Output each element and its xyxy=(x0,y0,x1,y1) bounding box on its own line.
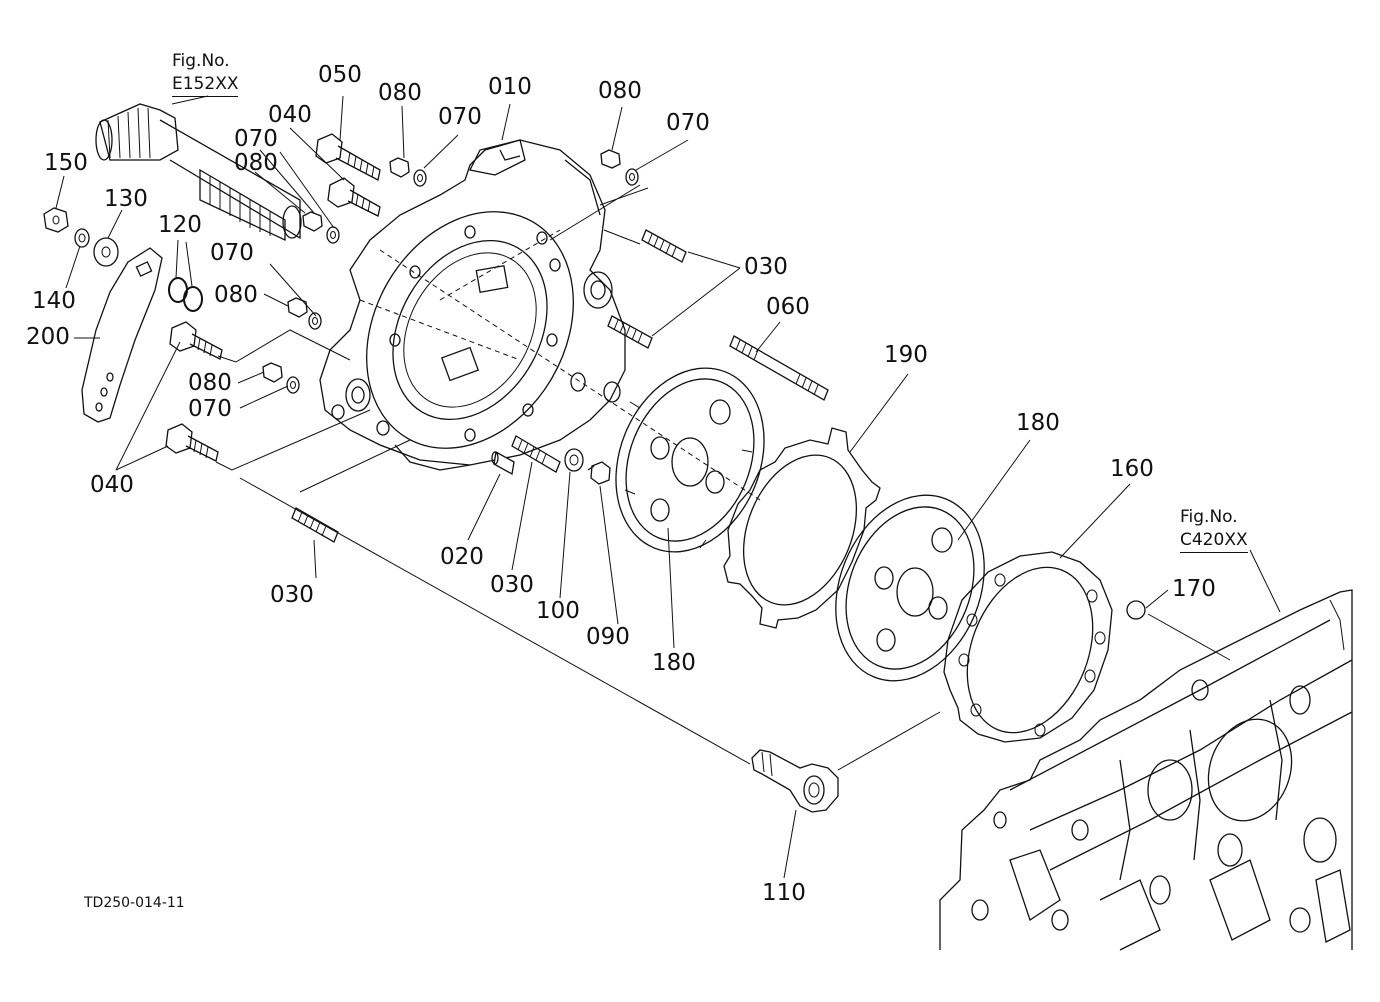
callout-100[interactable]: 100 xyxy=(536,598,580,624)
callout-070[interactable]: 070 xyxy=(234,126,278,152)
nut-080-low xyxy=(287,297,322,330)
nut-080-lower xyxy=(262,362,300,394)
callout-080[interactable]: 080 xyxy=(188,370,232,396)
nut-150 xyxy=(43,207,69,233)
washer-140 xyxy=(74,228,90,248)
stud-030-center xyxy=(511,435,561,473)
stud-030-bottom xyxy=(291,507,339,543)
callout-090[interactable]: 090 xyxy=(586,624,630,650)
callout-060[interactable]: 060 xyxy=(766,294,810,320)
lever-200 xyxy=(81,247,163,423)
brake-disc-180-b xyxy=(835,494,985,682)
plate-190 xyxy=(723,427,881,629)
nut-080-right xyxy=(600,149,639,186)
callout-070[interactable]: 070 xyxy=(438,104,482,130)
leader-lines xyxy=(55,95,1231,879)
brake-housing xyxy=(319,139,626,471)
callout-110[interactable]: 110 xyxy=(762,880,806,906)
callout-070[interactable]: 070 xyxy=(210,240,254,266)
cam-shaft-110 xyxy=(751,749,839,813)
fig-ref-e152[interactable]: Fig.No. E152XX xyxy=(172,50,239,97)
callout-070[interactable]: 070 xyxy=(666,110,710,136)
callout-130[interactable]: 130 xyxy=(104,186,148,212)
callout-080[interactable]: 080 xyxy=(378,80,422,106)
callout-030[interactable]: 030 xyxy=(744,254,788,280)
callout-140[interactable]: 140 xyxy=(32,288,76,314)
nut-080-mid xyxy=(302,211,340,244)
leader-fig-e152 xyxy=(171,95,209,105)
callout-080[interactable]: 080 xyxy=(214,282,258,308)
callout-150[interactable]: 150 xyxy=(44,150,88,176)
callout-050[interactable]: 050 xyxy=(318,62,362,88)
pin-020 xyxy=(491,450,515,476)
callout-190[interactable]: 190 xyxy=(884,342,928,368)
callout-080[interactable]: 080 xyxy=(598,78,642,104)
figure-code: TD250-014-11 xyxy=(84,895,185,911)
input-shaft xyxy=(95,103,302,242)
bolt-040-top xyxy=(327,177,381,217)
bolt-040-left-a xyxy=(169,321,223,360)
ball-170 xyxy=(1126,600,1146,620)
callout-180[interactable]: 180 xyxy=(1016,410,1060,436)
stud-030-top xyxy=(641,229,687,263)
leader-fig-c420 xyxy=(1249,549,1281,613)
callout-020[interactable]: 020 xyxy=(440,544,484,570)
callout-030[interactable]: 030 xyxy=(490,572,534,598)
stud-030-mid xyxy=(607,315,653,349)
brake-disc-180-a xyxy=(615,367,765,553)
callout-040[interactable]: 040 xyxy=(268,102,312,128)
washer-100 xyxy=(564,448,584,472)
callout-170[interactable]: 170 xyxy=(1172,576,1216,602)
callout-180[interactable]: 180 xyxy=(652,650,696,676)
callout-160[interactable]: 160 xyxy=(1110,456,1154,482)
nut-080-top xyxy=(389,157,427,187)
callout-070[interactable]: 070 xyxy=(188,396,232,422)
fig-ref-c420-line1: Fig.No. xyxy=(1180,507,1238,527)
bolt-040-left-b xyxy=(165,423,219,462)
callout-200[interactable]: 200 xyxy=(26,324,70,350)
callout-040[interactable]: 040 xyxy=(90,472,134,498)
washer-130 xyxy=(93,237,119,267)
callout-120[interactable]: 120 xyxy=(158,212,202,238)
oring-120 xyxy=(168,277,203,312)
plug-090 xyxy=(587,461,611,485)
bolt-050 xyxy=(315,133,381,181)
fig-ref-e152-line2: E152XX xyxy=(172,73,239,97)
fig-ref-c420[interactable]: Fig.No. C420XX xyxy=(1180,506,1248,553)
callout-030[interactable]: 030 xyxy=(270,582,314,608)
callout-010[interactable]: 010 xyxy=(488,74,532,100)
gasket-160 xyxy=(943,551,1113,743)
fig-ref-c420-line2: C420XX xyxy=(1180,529,1248,553)
callout-080[interactable]: 080 xyxy=(234,150,278,176)
transmission-case xyxy=(939,589,1353,951)
fig-ref-e152-line1: Fig.No. xyxy=(172,51,230,71)
stud-060 xyxy=(729,335,829,401)
